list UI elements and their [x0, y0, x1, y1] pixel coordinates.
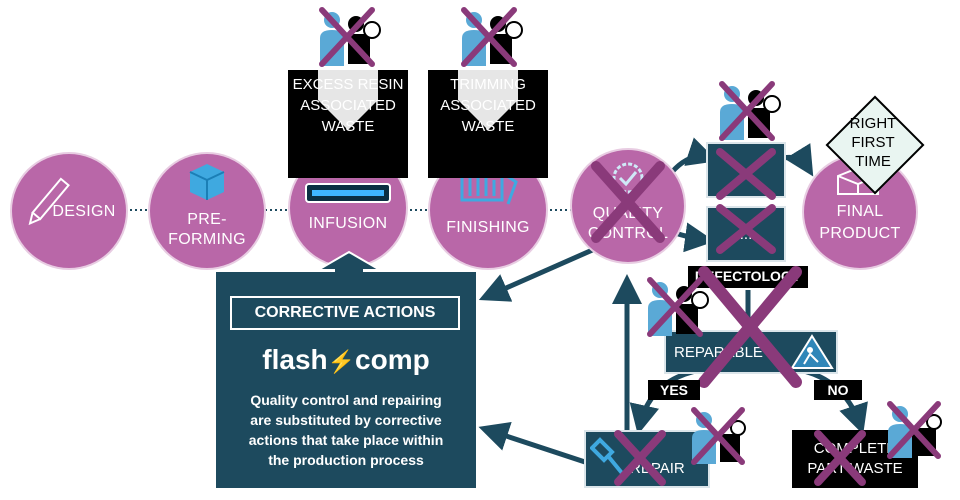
repair-box: REPAIR	[584, 430, 710, 488]
waste-resin-line2: ASSOCIATED	[300, 97, 396, 114]
repair-cross-mark	[614, 430, 666, 486]
desc-line4: the production process	[268, 452, 424, 468]
yes-label: YES	[648, 380, 700, 400]
defectology-cross-mark	[698, 266, 802, 388]
waste-box-trimming: TRIMMING ASSOCIATED WASTE	[428, 70, 548, 178]
pencil-icon	[28, 177, 70, 226]
waste-trim-line3: WASTE	[461, 118, 515, 135]
right-first-time-badge: RIGHT FIRST TIME	[825, 95, 925, 195]
step-quality-control: QUALITY CONTROL	[572, 150, 684, 262]
step-preforming: PRE- FORMING	[150, 154, 264, 268]
waste-box-resin: EXCESS RESIN ASSOCIATED WASTE	[288, 70, 408, 178]
waste-cross-mark	[814, 430, 866, 486]
desc-line1: Quality control and repairing	[250, 392, 442, 408]
brand-right: comp	[355, 344, 430, 375]
no-label: NO	[814, 380, 862, 400]
brand-left: flash	[262, 344, 328, 375]
rft-line1: RIGHT	[849, 115, 897, 132]
desc-line2: are substituted by corrective	[250, 412, 442, 428]
worker-sign-icon	[790, 334, 834, 369]
qc-to-corrective-arrow	[478, 241, 608, 302]
flashcomp-logo: flash⚡comp	[262, 344, 430, 375]
qc-cross-mark	[591, 161, 665, 243]
step-design-label: DESIGN	[52, 203, 116, 220]
pass-to-final-arrow	[782, 143, 814, 177]
waste-people-icon	[887, 401, 942, 459]
qc-boxes-cross-mark	[716, 148, 776, 254]
corrective-actions-panel: CORRECTIVE ACTIONS flash⚡comp Quality co…	[216, 272, 476, 488]
corrective-description: Quality control and repairing are substi…	[216, 390, 476, 470]
qc-to-pass-arrow	[670, 137, 718, 174]
corrective-title: CORRECTIVE ACTIONS	[230, 296, 460, 330]
step-preforming-label2: FORMING	[168, 231, 246, 248]
reparable-label: REPARABLE	[674, 344, 763, 361]
step-infusion-label: INFUSION	[308, 215, 388, 232]
infusion-mold-icon	[305, 164, 391, 203]
rft-line2: FIRST	[851, 134, 895, 151]
repair-to-corrective-arrow	[478, 422, 586, 465]
waste-people-icon	[719, 81, 781, 141]
up-arrow-to-infusion	[314, 250, 384, 284]
waste-trim-line2: ASSOCIATED	[440, 97, 536, 114]
step-finishing-label: FINISHING	[446, 219, 530, 236]
rft-line3: TIME	[855, 153, 891, 170]
step-preforming-label1: PRE-	[187, 211, 227, 228]
desc-line3: actions that take place within	[248, 432, 444, 448]
waste-people-icon	[691, 407, 746, 465]
cube-icon	[189, 164, 225, 200]
waste-resin-line3: WASTE	[321, 118, 375, 135]
step-design: DESIGN	[12, 154, 126, 268]
quality-badge-icon	[612, 162, 644, 194]
waste-trim-line1: TRIMMING	[450, 76, 526, 93]
waste-people-icon	[461, 7, 523, 67]
step-final-label1: FINAL	[836, 203, 884, 220]
waste-resin-line1: EXCESS RESIN	[292, 76, 404, 93]
waste-people-icon	[647, 277, 709, 337]
waste-people-icon	[319, 7, 381, 67]
step-final-label2: PRODUCT	[819, 225, 901, 242]
